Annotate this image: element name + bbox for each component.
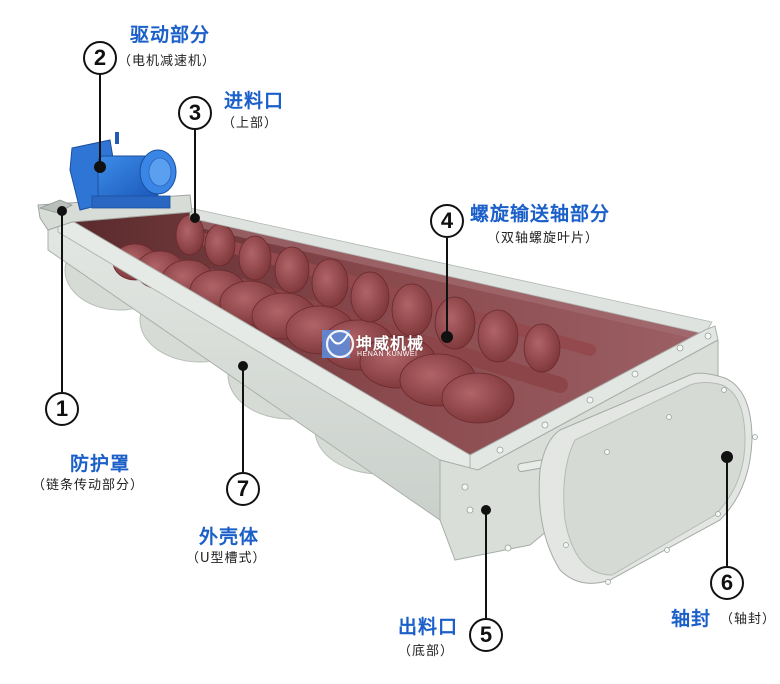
callout-6-subtitle: （轴封） [720,612,777,627]
callout-1-title: 防护罩 [70,453,131,475]
callout-1-number: 1 [45,392,79,426]
callout-3-subtitle: （上部） [222,116,279,131]
callout-7-subtitle: （U型槽式） [186,551,267,566]
callout-1-subtitle: （链条传动部分） [32,478,145,493]
callout-2-number: 2 [83,41,117,75]
watermark-title: 坤威机械 [356,334,425,353]
callout-5-number: 5 [469,618,503,652]
callout-6-number: 6 [710,566,744,600]
watermark-subtitle: HENAN KUNWEI [357,351,418,358]
callout-5-subtitle: （底部） [398,644,455,659]
motor-gearbox [69,132,177,211]
callout-2-subtitle: （电机减速机） [118,54,217,69]
callout-7-number: 7 [226,472,260,506]
callout-4-subtitle: （双轴螺旋叶片） [487,231,600,246]
leader-lines [57,73,733,618]
callout-3-number: 3 [178,96,212,130]
callout-2-title: 驱动部分 [130,24,211,46]
callout-4-title: 螺旋输送轴部分 [470,203,611,225]
callout-3-title: 进料口 [224,90,285,112]
callout-7-title: 外壳体 [199,526,260,548]
callout-5-title: 出料口 [398,616,459,638]
callout-4-number: 4 [430,204,464,238]
shaft-seal-housing [538,372,758,585]
watermark-logo [322,329,355,359]
callout-6-title: 轴封 [671,608,712,630]
